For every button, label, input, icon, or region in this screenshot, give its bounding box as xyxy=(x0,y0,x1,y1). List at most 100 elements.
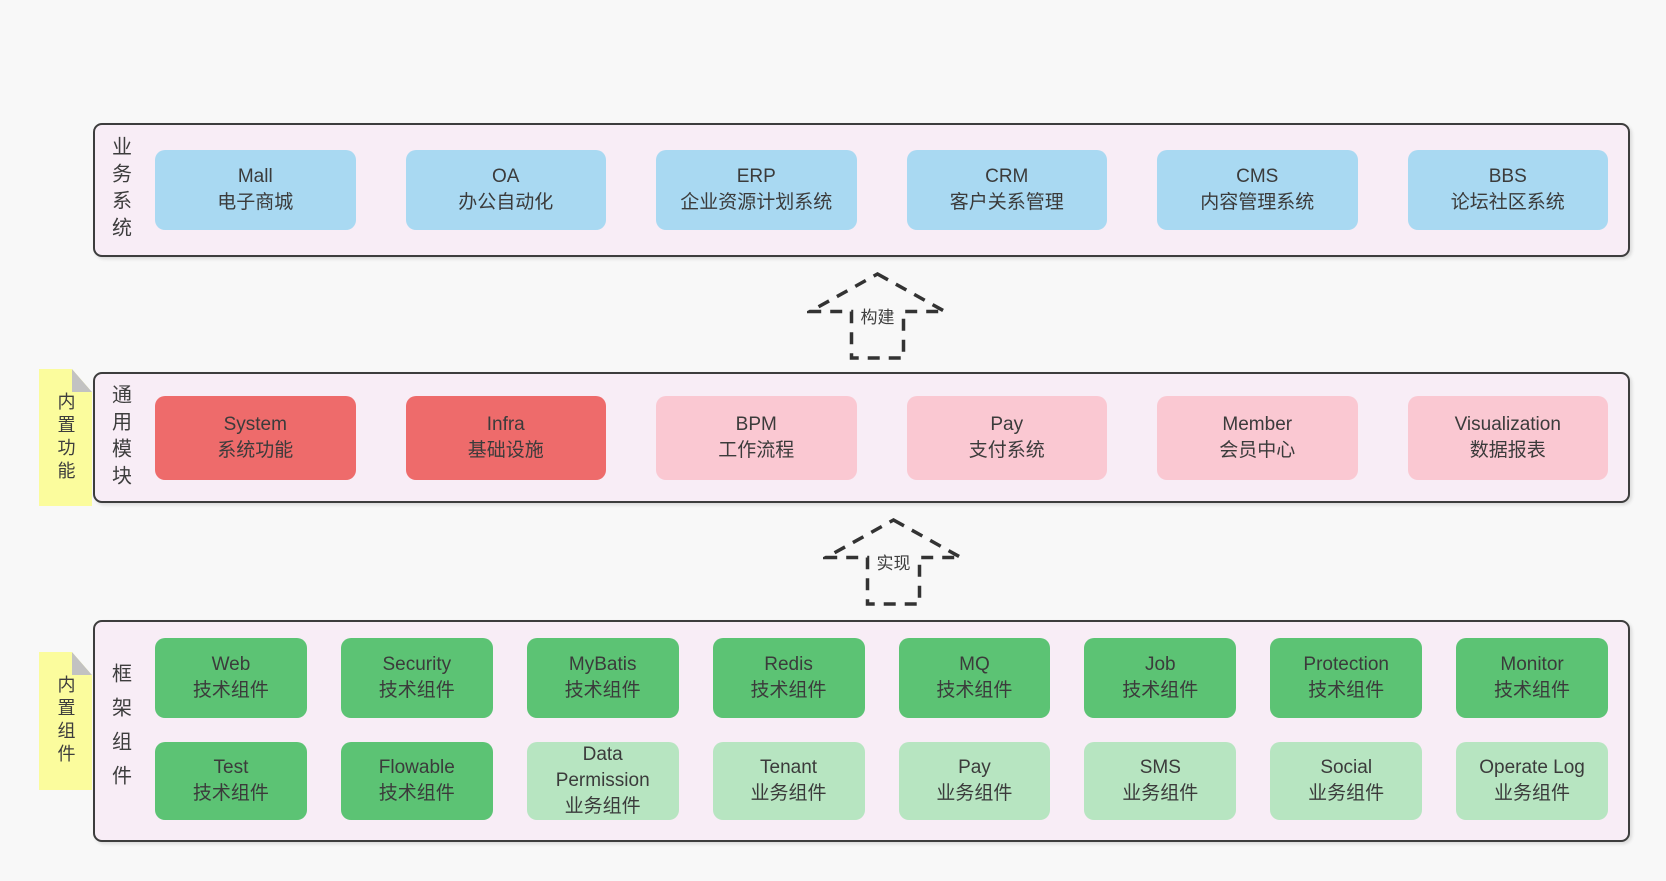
box-cms: CMS 内容管理系统 xyxy=(1157,150,1358,230)
box-operate-log: Operate Log 业务组件 xyxy=(1456,742,1608,820)
box-title: MyBatis xyxy=(568,654,637,675)
box-subtitle: 工作流程 xyxy=(718,439,795,461)
arrow-build: 构建 xyxy=(807,271,948,361)
box-title: OA xyxy=(492,166,520,187)
band-label-business-systems: 业务系统 xyxy=(95,125,145,255)
box-subtitle: 技术组件 xyxy=(192,680,269,701)
band-label-common-modules: 通用模块 xyxy=(95,374,145,501)
box-oa: OA 办公自动化 xyxy=(405,150,606,230)
business-systems-boxes: Mall 电子商城 OA 办公自动化 ERP 企业资源计划系统 CRM 客户关系… xyxy=(145,125,1628,255)
box-subtitle: 系统功能 xyxy=(217,439,294,461)
box-bbs: BBS 论坛社区系统 xyxy=(1407,150,1608,230)
folded-corner-icon xyxy=(72,369,92,392)
box-title: Protection xyxy=(1303,654,1389,675)
box-visualization: Visualization 数据报表 xyxy=(1407,395,1608,480)
box-subtitle: 业务组件 xyxy=(1122,783,1199,804)
box-subtitle: 论坛社区系统 xyxy=(1450,192,1565,213)
box-subtitle: 技术组件 xyxy=(1122,680,1199,701)
box-social: Social 业务组件 xyxy=(1270,742,1423,820)
box-data-permission: Data Permission 业务组件 xyxy=(526,742,679,820)
box-title: Pay xyxy=(958,757,991,778)
box-job: Job 技术组件 xyxy=(1084,638,1237,718)
box-title: MQ xyxy=(959,654,990,675)
arrow-implement: 实现 xyxy=(823,517,964,607)
framework-row-2: Test 技术组件 Flowable 技术组件 Data Permission … xyxy=(155,742,1608,820)
box-crm: CRM 客户关系管理 xyxy=(906,150,1107,230)
box-title: System xyxy=(223,413,287,435)
box-title: BBS xyxy=(1488,166,1527,187)
box-title: CRM xyxy=(985,166,1029,187)
box-subtitle: 数据报表 xyxy=(1469,439,1546,461)
box-protection: Protection 技术组件 xyxy=(1270,638,1423,718)
band-label-text: 业务系统 xyxy=(108,136,131,244)
common-modules-boxes: System 系统功能 Infra 基础设施 BPM 工作流程 Pay 支付系统… xyxy=(145,374,1628,501)
box-member: Member 会员中心 xyxy=(1157,395,1358,480)
box-mall: Mall 电子商城 xyxy=(155,150,356,230)
box-subtitle: 业务组件 xyxy=(1308,783,1385,804)
box-title: Redis xyxy=(764,654,813,675)
band-business-systems: 业务系统 Mall 电子商城 OA 办公自动化 ERP 企业资源计划系统 CRM… xyxy=(93,123,1630,257)
box-redis: Redis 技术组件 xyxy=(712,638,865,718)
box-subtitle: 基础设施 xyxy=(467,439,544,461)
box-test: Test 技术组件 xyxy=(155,742,307,820)
box-security: Security 技术组件 xyxy=(340,638,493,718)
box-title: CMS xyxy=(1236,166,1279,187)
box-subtitle: 技术组件 xyxy=(1308,680,1385,701)
box-title: Visualization xyxy=(1454,413,1561,435)
box-title: Monitor xyxy=(1500,654,1564,675)
band-common-modules: 通用模块 System 系统功能 Infra 基础设施 BPM 工作流程 Pay… xyxy=(93,372,1630,503)
box-system: System 系统功能 xyxy=(155,395,356,480)
band-framework-components: 框架组件 Web 技术组件 Security 技术组件 MyBatis 技术组件… xyxy=(93,620,1630,842)
box-title: Social xyxy=(1320,757,1373,778)
box-title: Pay xyxy=(990,413,1024,435)
box-pay-component: Pay 业务组件 xyxy=(898,742,1051,820)
box-subtitle: 业务组件 xyxy=(1494,783,1571,804)
box-subtitle: 会员中心 xyxy=(1219,439,1296,461)
box-title: Web xyxy=(211,654,251,675)
box-subtitle: 业务组件 xyxy=(750,783,827,804)
box-title: BPM xyxy=(735,413,777,435)
band-label-text: 框架组件 xyxy=(108,663,131,799)
box-erp: ERP 企业资源计划系统 xyxy=(656,150,857,230)
box-title: Test xyxy=(213,757,249,778)
box-subtitle: 技术组件 xyxy=(192,783,269,804)
band-label-framework-components: 框架组件 xyxy=(95,622,145,840)
box-subtitle: 办公自动化 xyxy=(458,192,554,213)
box-title: Member xyxy=(1222,413,1293,435)
box-bpm: BPM 工作流程 xyxy=(656,395,857,480)
arrow-build-label: 构建 xyxy=(857,303,898,328)
arrow-implement-label: 实现 xyxy=(873,549,914,574)
box-title: ERP xyxy=(736,166,776,187)
box-title: Job xyxy=(1144,654,1176,675)
note-text: 内置功能 xyxy=(55,391,76,484)
framework-components-rows: Web 技术组件 Security 技术组件 MyBatis 技术组件 Redi… xyxy=(145,622,1628,840)
box-subtitle: 技术组件 xyxy=(564,680,641,701)
box-title: SMS xyxy=(1139,757,1181,778)
box-subtitle: 内容管理系统 xyxy=(1200,192,1315,213)
box-subtitle: 客户关系管理 xyxy=(949,192,1064,213)
box-title: Infra xyxy=(486,413,525,435)
box-subtitle: 技术组件 xyxy=(750,680,827,701)
box-web: Web 技术组件 xyxy=(155,638,307,718)
box-sms: SMS 业务组件 xyxy=(1084,742,1237,820)
box-tenant: Tenant 业务组件 xyxy=(712,742,865,820)
box-subtitle: 技术组件 xyxy=(1494,680,1571,701)
box-title: Operate Log xyxy=(1479,757,1585,778)
box-title: Security xyxy=(382,654,452,675)
band-label-text: 通用模块 xyxy=(108,383,131,492)
box-title: Mall xyxy=(237,166,273,187)
framework-row-1: Web 技术组件 Security 技术组件 MyBatis 技术组件 Redi… xyxy=(155,638,1608,718)
box-subtitle: 技术组件 xyxy=(378,680,455,701)
box-monitor: Monitor 技术组件 xyxy=(1456,638,1608,718)
box-flowable: Flowable 技术组件 xyxy=(340,742,493,820)
box-title: Data Permission xyxy=(555,744,650,791)
note-builtin-components: 内置组件 xyxy=(39,652,92,790)
box-infra: Infra 基础设施 xyxy=(405,395,606,480)
box-mybatis: MyBatis 技术组件 xyxy=(526,638,679,718)
box-pay-system: Pay 支付系统 xyxy=(906,395,1107,480)
box-subtitle: 技术组件 xyxy=(936,680,1013,701)
box-subtitle: 业务组件 xyxy=(564,796,641,817)
box-subtitle: 业务组件 xyxy=(936,783,1013,804)
box-subtitle: 支付系统 xyxy=(968,439,1045,461)
